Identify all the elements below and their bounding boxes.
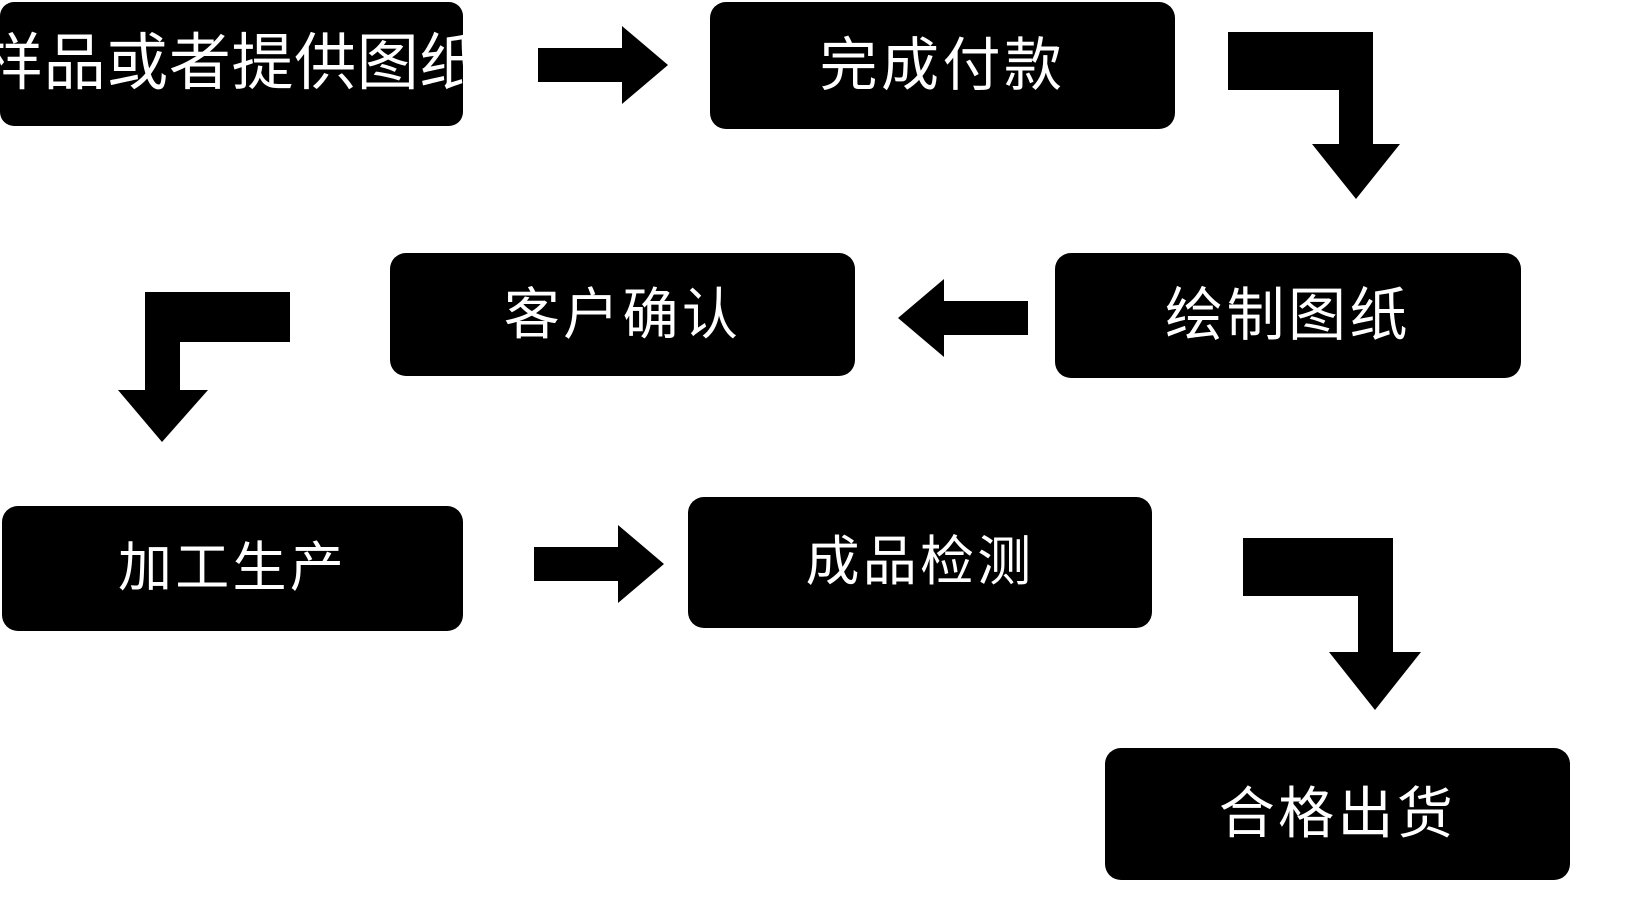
- flow-node-draw-drawing[interactable]: 绘制图纸: [1055, 253, 1521, 378]
- arrow-right-production-to-inspection: [534, 525, 676, 603]
- elbow-arrow-shape: [1228, 32, 1400, 199]
- flow-node-label: 成品检测: [805, 531, 1035, 592]
- flow-node-qualified-shipment[interactable]: 合格出货: [1105, 748, 1570, 880]
- flow-node-label: 客户确认: [503, 282, 742, 346]
- arrow-right-sample-to-payment: [538, 26, 680, 104]
- arrow-head-shape: [538, 26, 668, 104]
- flow-node-label: 加工生产: [118, 537, 347, 598]
- flow-node-production[interactable]: 加工生产: [2, 506, 463, 631]
- flow-node-sample-or-drawing[interactable]: 样品或者提供图纸: [0, 2, 481, 126]
- arrow-elbow-inspection-to-shipment: [1243, 538, 1448, 716]
- arrow-head-shape: [898, 279, 1028, 357]
- elbow-arrow-shape: [1243, 538, 1421, 710]
- flow-node-customer-confirm[interactable]: 客户确认: [390, 253, 855, 376]
- flow-node-label: 合格出货: [1218, 782, 1457, 846]
- arrow-left-drawing-to-confirm: [898, 279, 1040, 357]
- arrow-head-shape: [534, 525, 664, 603]
- arrow-elbow-payment-to-drawing: [1228, 32, 1428, 207]
- flow-node-label: 样品或者提供图纸: [0, 28, 482, 98]
- flow-node-complete-payment[interactable]: 完成付款: [710, 2, 1175, 129]
- flow-node-label: 完成付款: [819, 32, 1066, 98]
- flow-node-label: 绘制图纸: [1165, 282, 1411, 348]
- flow-node-product-inspection[interactable]: 成品检测: [688, 497, 1152, 628]
- elbow-arrow-shape: [118, 292, 290, 442]
- arrow-elbow-confirm-to-production: [112, 292, 302, 444]
